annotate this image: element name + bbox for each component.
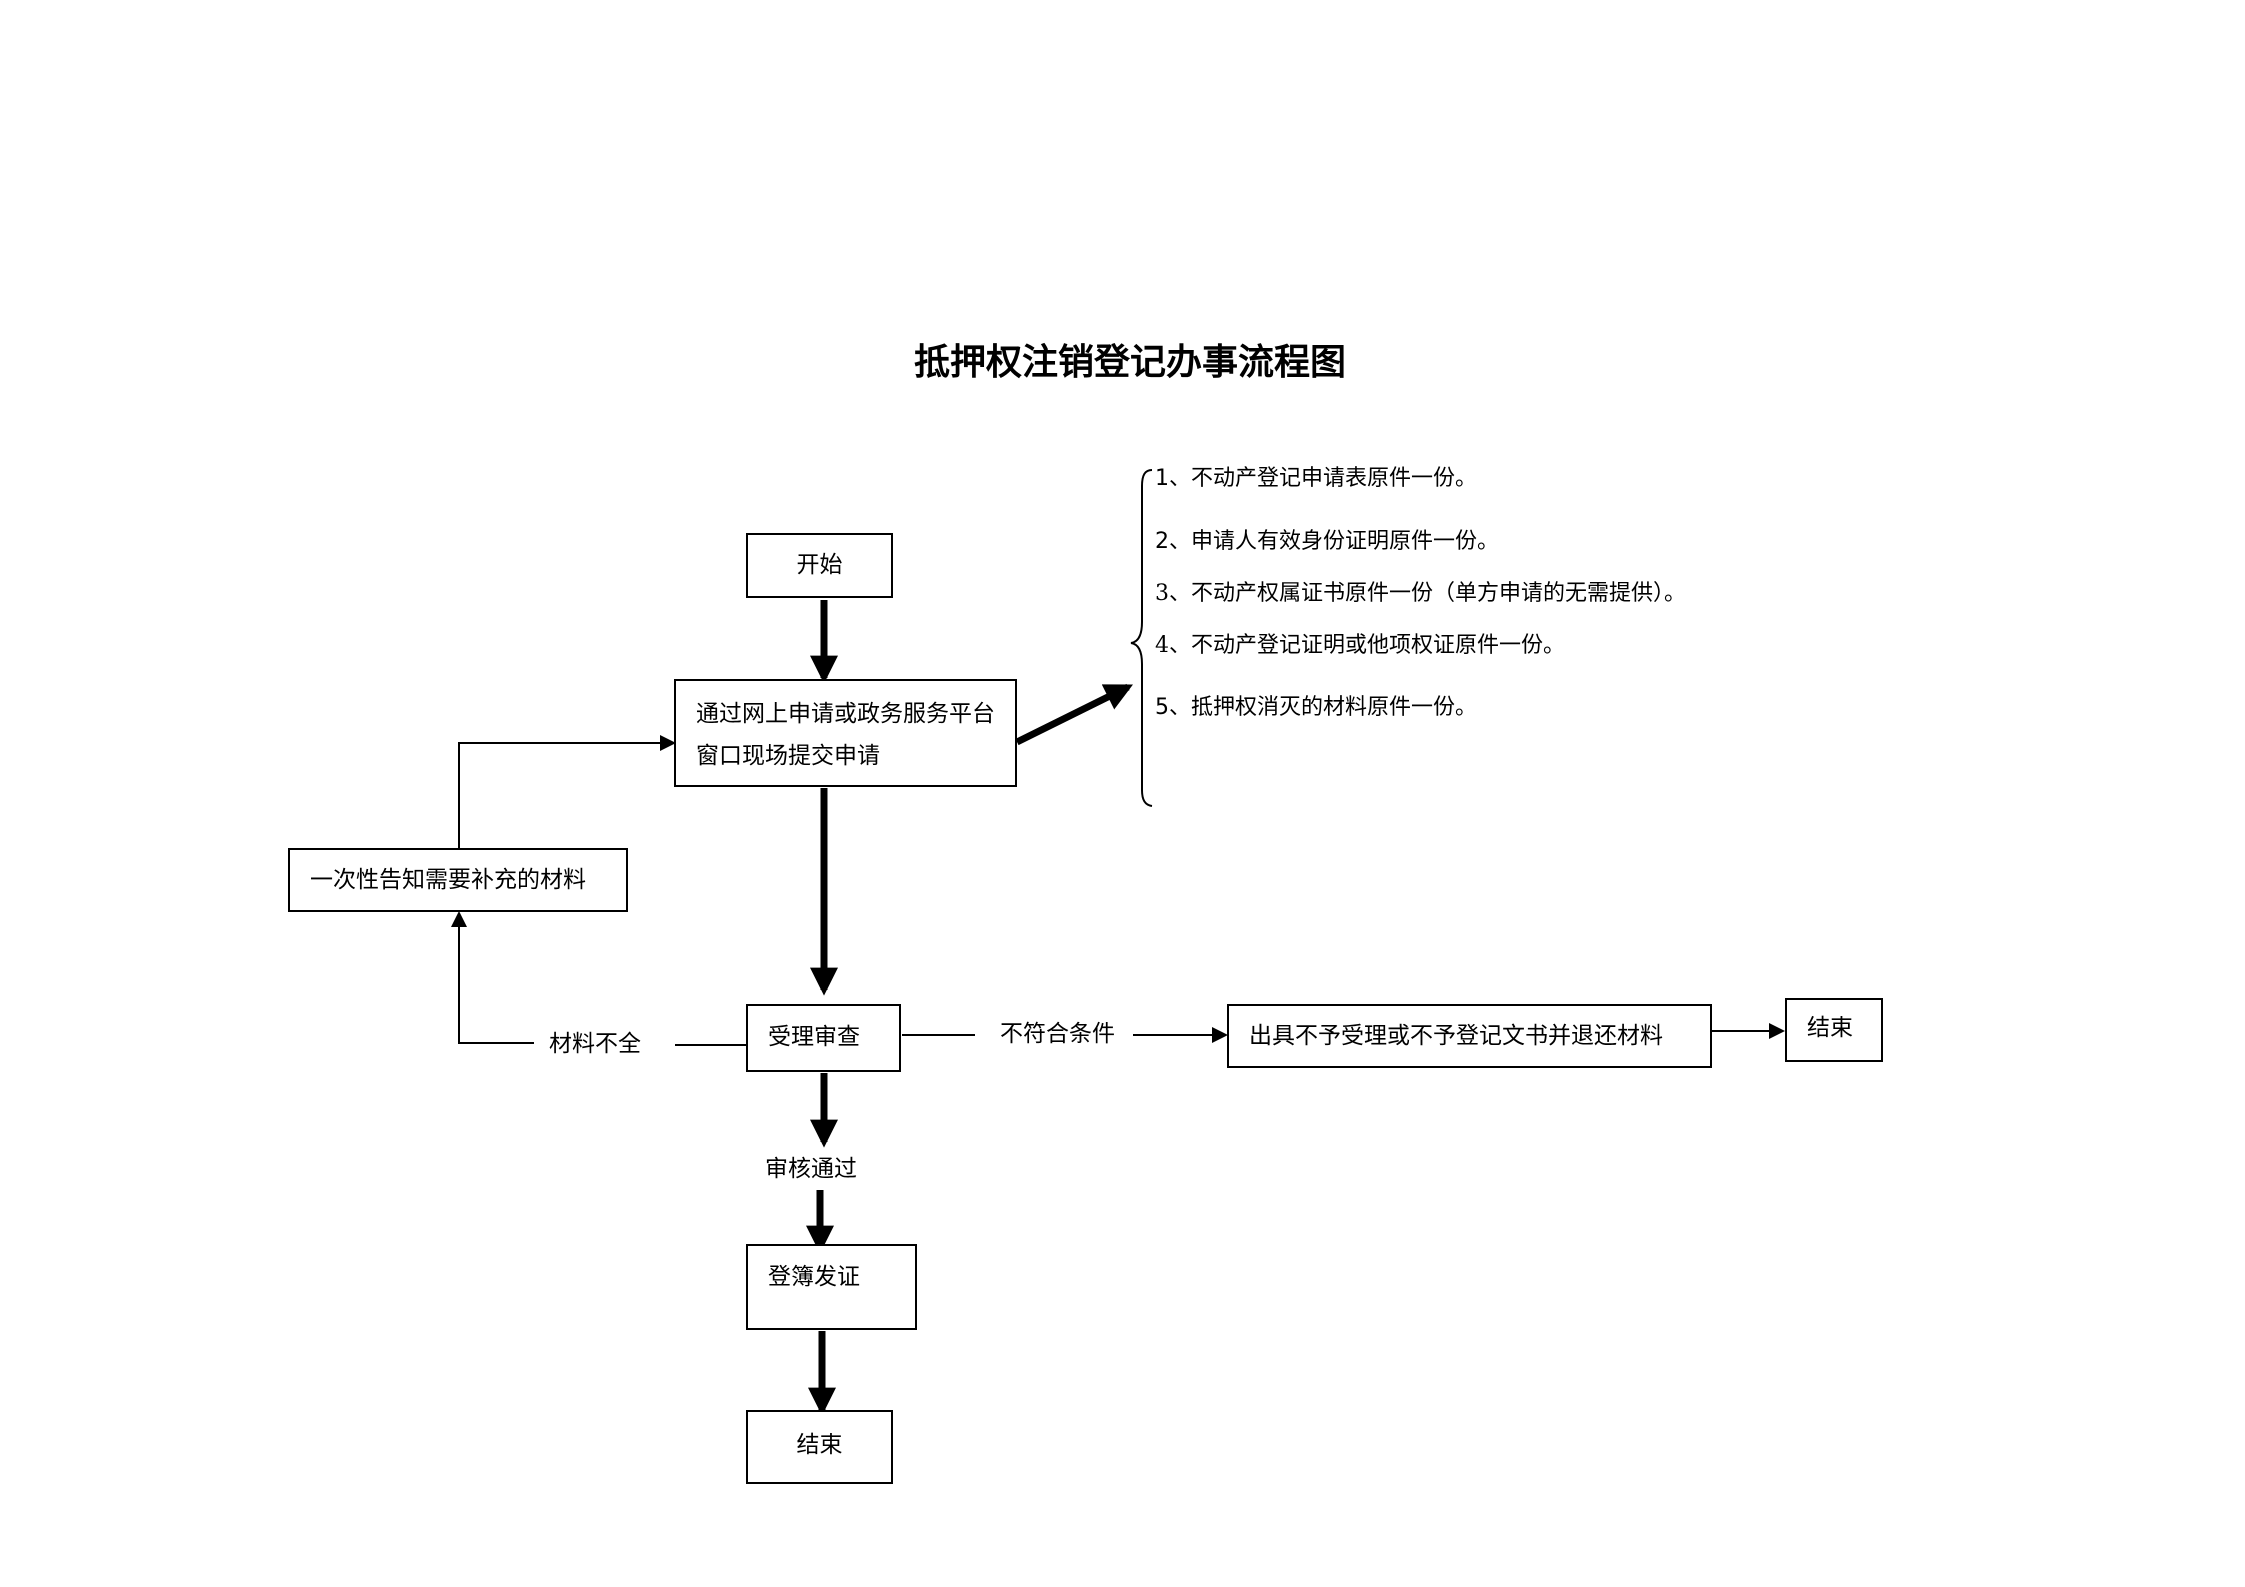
node-start: 开始 — [746, 533, 893, 598]
requirement-number: 4 — [1155, 633, 1169, 658]
requirement-text: 、申请人有效身份证明原件一份。 — [1169, 529, 1500, 554]
requirement-number: 3 — [1155, 581, 1169, 606]
requirement-number: 1 — [1155, 466, 1169, 491]
node-apply: 通过网上申请或政务服务平台窗口现场提交申请 — [674, 679, 1017, 787]
edge-label-not-qualified: 不符合条件 — [994, 1017, 1121, 1051]
requirement-number: 5 — [1155, 695, 1169, 720]
requirement-text: 、不动产权属证书原件一份（单方申请的无需提供）。 — [1169, 581, 1687, 606]
arrow-apply-to-requirements — [1015, 683, 1134, 746]
edge-label-approved: 审核通过 — [759, 1152, 863, 1186]
arrow-incomplete-to-notify — [451, 911, 534, 1044]
requirement-number: 2 — [1155, 529, 1169, 554]
requirement-item-2: 2、申请人有效身份证明原件一份。 — [1155, 526, 1499, 558]
node-register: 登簿发证 — [746, 1244, 917, 1330]
requirement-item-4: 4、不动产登记证明或他项权证原件一份。 — [1155, 630, 1565, 662]
node-notify: 一次性告知需要补充的材料 — [288, 848, 628, 912]
requirement-item-5: 5、抵押权消灭的材料原件一份。 — [1155, 692, 1477, 724]
requirement-text: 、不动产登记申请表原件一份。 — [1169, 466, 1478, 491]
requirement-item-1: 1、不动产登记申请表原件一份。 — [1155, 463, 1477, 495]
node-reject: 出具不予受理或不予登记文书并退还材料 — [1227, 1004, 1712, 1068]
edge-label-incomplete: 材料不全 — [543, 1027, 647, 1061]
requirement-text: 、不动产登记证明或他项权证原件一份。 — [1169, 633, 1566, 658]
page-title: 抵押权注销登记办事流程图 — [913, 342, 1346, 383]
node-review: 受理审查 — [746, 1004, 901, 1072]
requirement-item-3: 3、不动产权属证书原件一份（单方申请的无需提供）。 — [1155, 578, 1686, 610]
node-end-reject: 结束 — [1785, 998, 1883, 1062]
requirement-text: 、抵押权消灭的材料原件一份。 — [1169, 695, 1478, 720]
requirements-brace — [1130, 469, 1153, 807]
node-end: 结束 — [746, 1410, 893, 1484]
arrow-notify-to-apply — [458, 735, 676, 848]
